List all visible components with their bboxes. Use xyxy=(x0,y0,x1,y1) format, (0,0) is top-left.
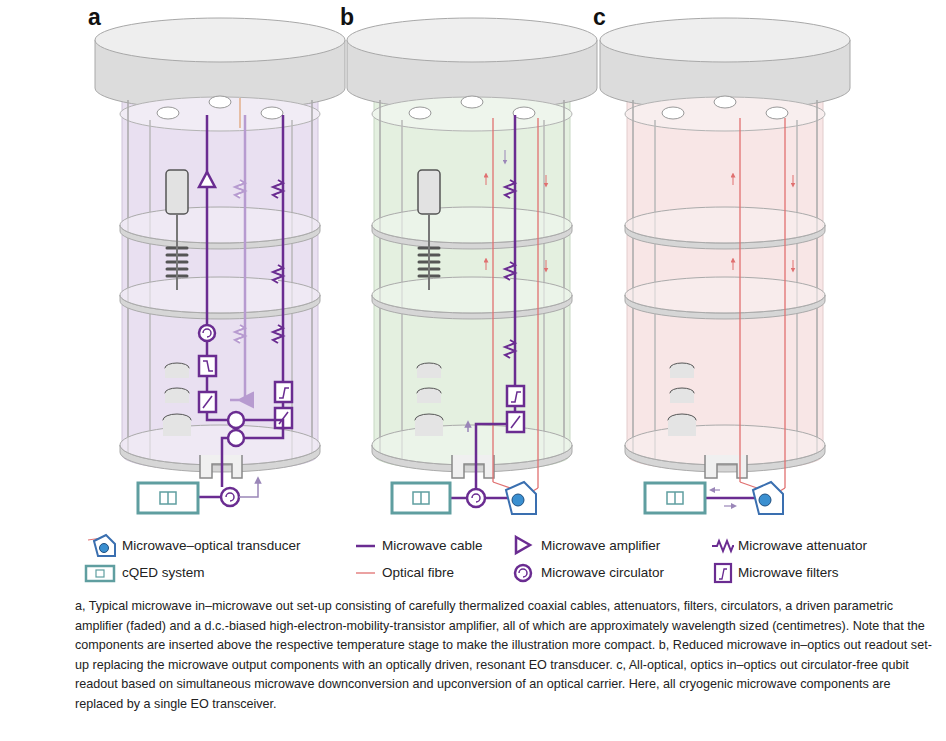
panel-letter: a xyxy=(88,4,101,31)
fridge-c xyxy=(600,18,850,514)
legend-symbols xyxy=(86,535,734,582)
panel-letter: b xyxy=(340,4,354,31)
legend-label: Microwave circulator xyxy=(541,565,664,581)
figure-caption: a, Typical microwave in–microwave out se… xyxy=(75,597,935,715)
legend-label: Microwave cable xyxy=(382,538,483,554)
legend-label: Microwave amplifier xyxy=(541,538,660,554)
legend-label: Optical fibre xyxy=(382,565,454,581)
fridge-a xyxy=(95,18,345,513)
legend-label: Microwave filters xyxy=(738,565,839,581)
legend-label: Microwave–optical transducer xyxy=(122,538,301,554)
legend-label: Microwave attenuator xyxy=(738,538,867,554)
fridge-b xyxy=(347,18,597,514)
legend-label: cQED system xyxy=(122,565,205,581)
panel-letter: c xyxy=(593,4,606,31)
